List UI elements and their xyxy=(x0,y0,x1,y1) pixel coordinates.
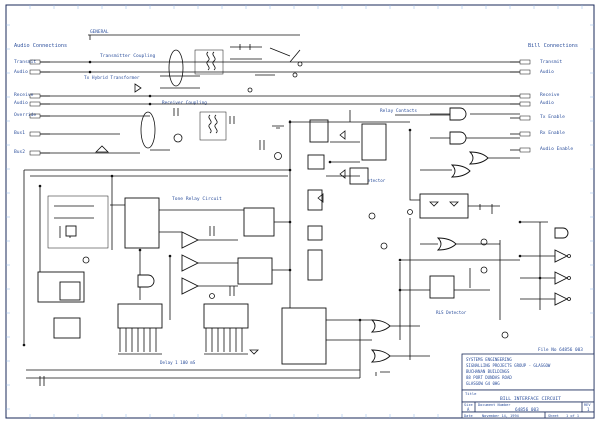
right-port-label: Tx Enable xyxy=(540,114,565,120)
tone-circuit: Tone Relay Circuit Delay 1 100 mS xyxy=(23,169,430,386)
tone-circuit-label: Tone Relay Circuit xyxy=(172,196,222,202)
right-heading: Bill Connections xyxy=(528,43,578,49)
coupler-shape xyxy=(168,49,184,87)
coupling-section: GENERAL Transmitter Coupling Tx Hybrid T… xyxy=(40,29,520,160)
company-line: SIGNALLING PROJECTS GROUP - GLASGOW xyxy=(466,363,551,368)
tx-coupling-label: Transmitter Coupling xyxy=(100,53,156,59)
logic-gate xyxy=(468,151,489,165)
logic-gate xyxy=(449,107,467,121)
coupler-shape xyxy=(140,111,156,149)
left-port-label: Transmit xyxy=(14,59,36,65)
size-label: Size xyxy=(464,403,473,407)
title-block: File No 64856 003 SYSTEMS ENGINEERING SI… xyxy=(461,347,595,419)
company-line: SYSTEMS ENGINEERING xyxy=(466,357,512,362)
drawing-title: BILL INTERFACE CIRCUIT xyxy=(500,396,561,402)
right-port-label: Receive xyxy=(540,92,560,98)
company-line: GLASGOW G4 0HG xyxy=(466,381,500,386)
left-port-label: Bus2 xyxy=(14,149,25,155)
left-port-label: Audio xyxy=(14,100,28,106)
relay-k1-label: RLS Detector xyxy=(355,178,386,183)
file-number: File No 64856 003 xyxy=(538,347,583,353)
left-port-label: Bus1 xyxy=(14,130,25,136)
logic-gate xyxy=(449,131,467,145)
size-value: A xyxy=(467,407,470,412)
counter-ic xyxy=(117,303,163,329)
counter-ic xyxy=(203,303,249,329)
relay-contacts-label: Relay Contacts xyxy=(380,108,417,114)
transformer-outline xyxy=(194,49,224,75)
relay-k1 xyxy=(361,123,387,161)
left-heading: Audio Connections xyxy=(14,43,67,49)
right-port-label: Rx Enable xyxy=(540,130,565,136)
transformer-outline xyxy=(199,111,227,141)
logic-gate xyxy=(450,164,471,178)
left-port-label: Override xyxy=(14,112,36,118)
right-port-label: Transmit xyxy=(540,59,562,65)
relay-k2-label: RLS Detector xyxy=(436,310,467,315)
docnum-value: 64856 003 xyxy=(515,407,539,413)
general-label: GENERAL xyxy=(90,29,109,35)
rev-label: REV xyxy=(584,403,591,407)
company-line: BUCHANAN BUILDINGS xyxy=(466,369,510,374)
timer-ic xyxy=(124,197,160,249)
right-port-label: Audio xyxy=(540,100,554,106)
date-value: November 14, 1994 xyxy=(482,414,519,418)
left-port-label: Audio xyxy=(14,69,28,75)
tx-hybrid-label: Tx Hybrid Transformer xyxy=(84,75,140,81)
delay-note: Delay 1 100 mS xyxy=(160,360,196,365)
relay-k2 xyxy=(429,275,455,299)
company-line: 88 PORT DUNDAS ROAD xyxy=(466,375,512,380)
docnum-label: Document Number xyxy=(478,403,511,407)
right-port-label: Audio Enable xyxy=(540,146,573,152)
right-port-label: Audio xyxy=(540,69,554,75)
opto-coupler xyxy=(419,193,469,219)
rx-coupling-label: Receiver Coupling xyxy=(162,100,207,106)
left-port-label: Receive xyxy=(14,92,34,98)
date-label: Date xyxy=(464,414,473,418)
sheet-label: Sheet xyxy=(548,414,559,418)
left-port-labels: Transmit Audio Receive Audio Override Bu… xyxy=(14,59,36,155)
right-port-labels: Transmit Audio Receive Audio Tx Enable R… xyxy=(540,59,573,152)
rev-value: 1 xyxy=(587,407,590,412)
junction-dots xyxy=(22,60,542,347)
relay-section: Relay Contacts RLS Detector xyxy=(289,107,571,360)
decoder-ic xyxy=(281,307,327,365)
sheet-value: 1 of 1 xyxy=(566,414,579,418)
title-label: Title xyxy=(465,391,477,396)
